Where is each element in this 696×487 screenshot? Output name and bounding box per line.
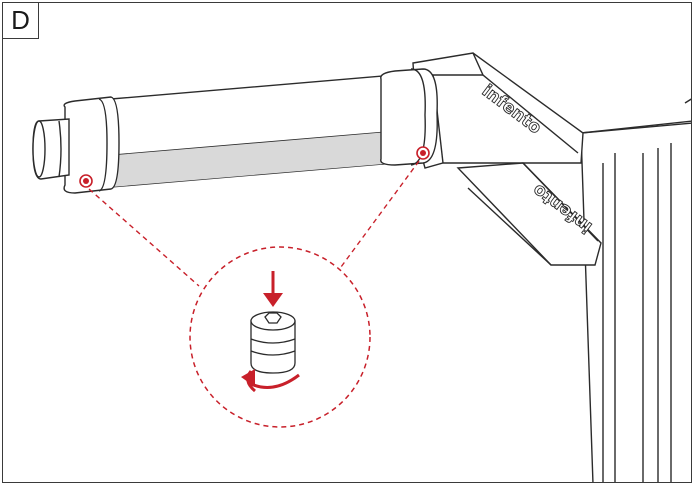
vertical-frame-bar bbox=[580, 98, 691, 482]
angle-connector-block bbox=[412, 52, 602, 266]
assembly-diagram: infento infento bbox=[32, 52, 691, 482]
rotate-arrow-icon bbox=[241, 369, 300, 393]
instruction-panel: infento infento bbox=[2, 2, 692, 483]
arrow-down-icon bbox=[263, 271, 283, 307]
screw-hole-left bbox=[79, 174, 93, 188]
step-label: D bbox=[3, 3, 39, 39]
horizontal-tube bbox=[32, 68, 438, 194]
screw-hole-right bbox=[416, 146, 430, 160]
set-screw-icon bbox=[250, 311, 296, 374]
callout-leader-lines bbox=[88, 160, 420, 287]
